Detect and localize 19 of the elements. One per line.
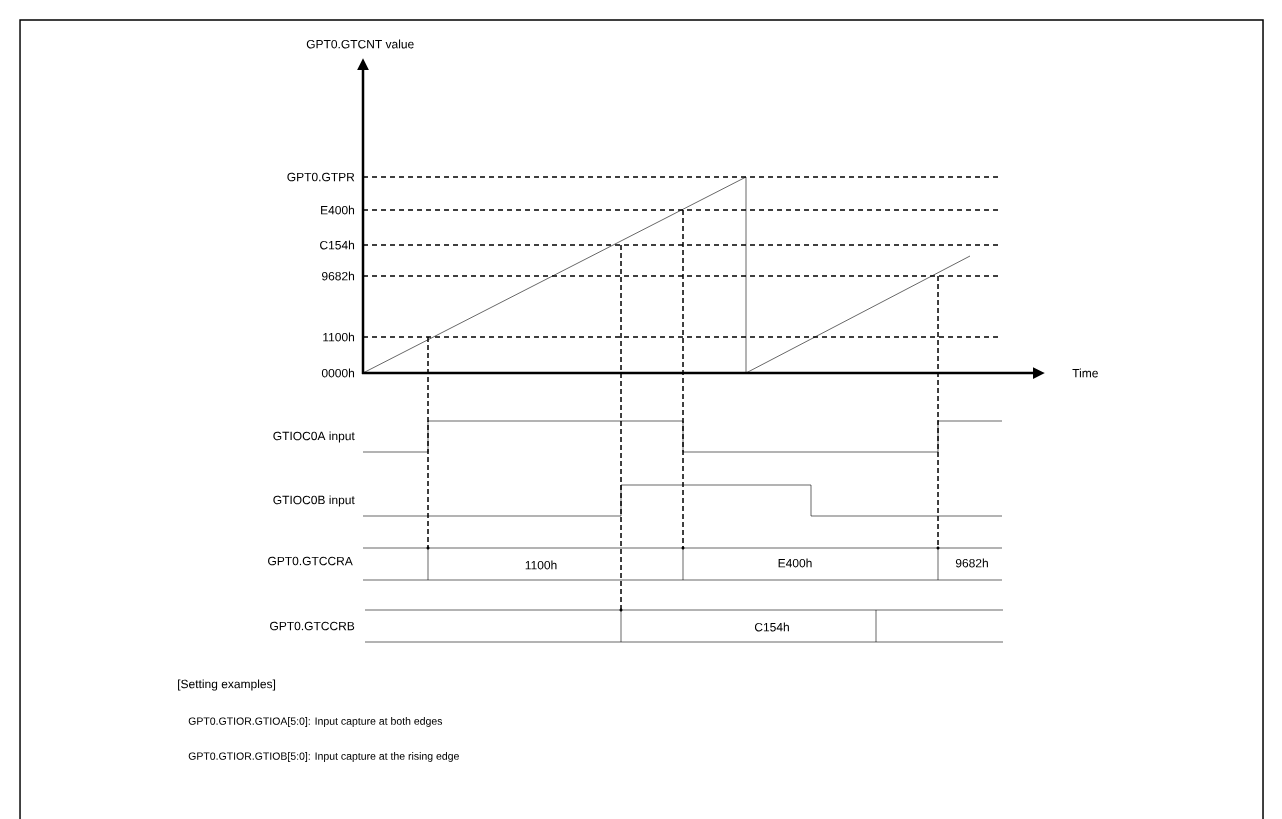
level-label: 9682h: [322, 271, 354, 281]
register-value: C154h: [754, 622, 789, 632]
note-heading: [Setting examples]: [178, 679, 276, 691]
register-label: GPT0.GTCCRA: [268, 556, 353, 566]
axis-title: Time: [1072, 368, 1098, 378]
axis-title: GPT0.GTCNT value: [306, 39, 414, 49]
level-label: E400h: [321, 205, 354, 215]
signal-label: GTIOC0A input: [273, 431, 355, 443]
level-label: C154h: [320, 240, 354, 250]
note-text: GPT0.GTIOR.GTIOA[5:0]: Input capture at both edges: [188, 717, 443, 727]
register-label: GPT0.GTCCRB: [270, 621, 355, 631]
signal-label: GTIOC0B input: [273, 495, 355, 507]
register-value: 1100h: [525, 560, 557, 570]
level-label: 1100h: [323, 332, 354, 342]
level-label: GPT0.GTPR: [287, 172, 355, 182]
register-value: 9682h: [955, 558, 988, 568]
register-value: E400h: [778, 558, 812, 568]
level-label: 0000h: [321, 368, 354, 378]
note-text: GPT0.GTIOR.GTIOB[5:0]: Input capture at the rising edge: [188, 752, 459, 762]
